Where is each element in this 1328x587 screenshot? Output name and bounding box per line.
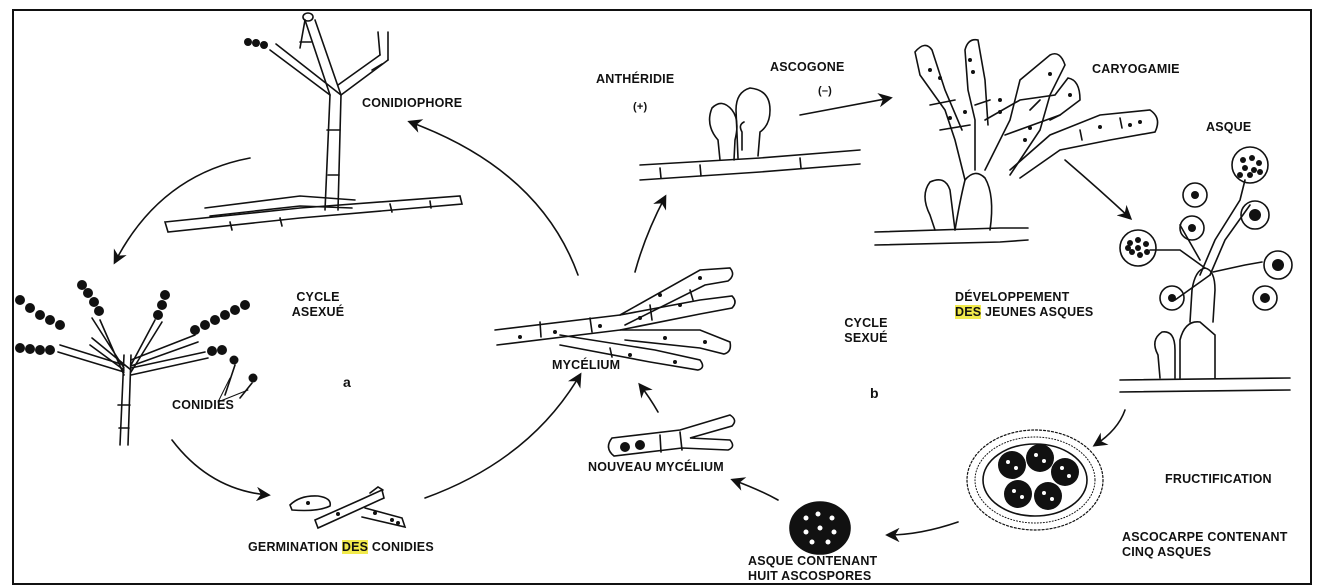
label-cycle-sexue: CYCLE SEXUÉ: [836, 316, 896, 346]
label-cycle-asexue-line1: CYCLE: [288, 290, 348, 305]
antheridium-ascogonium-drawing: [640, 88, 860, 180]
label-developpement-line1: DÉVELOPPEMENT: [955, 290, 1093, 305]
label-asque-huit-line2: HUIT ASCOSPORES: [748, 569, 877, 584]
label-germination-des: DES: [342, 540, 368, 554]
label-ascocarpe-line1: ASCOCARPE CONTENANT: [1122, 530, 1288, 545]
label-developpement-line2: DES JEUNES ASQUES: [955, 305, 1093, 320]
label-caryogamie: CARYOGAMIE: [1092, 62, 1180, 77]
label-cycle-sexue-line1: CYCLE: [836, 316, 896, 331]
young-asci-drawing: [1120, 147, 1292, 392]
label-asque-huit: ASQUE CONTENANT HUIT ASCOSPORES: [748, 554, 877, 584]
label-mycelium: MYCÉLIUM: [552, 358, 620, 373]
label-antheridie: ANTHÉRIDIE: [596, 72, 674, 87]
label-fructification: FRUCTIFICATION: [1165, 472, 1272, 487]
label-cycle-sexue-line2: SEXUÉ: [836, 331, 896, 346]
label-b: b: [870, 386, 879, 401]
label-developpement-des: DES: [955, 305, 981, 319]
germinating-conidia-drawing: [290, 487, 405, 528]
label-ascogone-sign: (–): [818, 84, 832, 99]
label-ascocarpe: ASCOCARPE CONTENANT CINQ ASQUES: [1122, 530, 1288, 560]
label-cycle-asexue: CYCLE ASEXUÉ: [288, 290, 348, 320]
label-ascogone: ASCOGONE: [770, 60, 845, 75]
label-asque-huit-line1: ASQUE CONTENANT: [748, 554, 877, 569]
label-asque: ASQUE: [1206, 120, 1251, 135]
label-a: a: [343, 375, 351, 390]
label-conidies: CONIDIES: [172, 398, 234, 413]
label-antheridie-sign: (+): [633, 100, 647, 115]
label-developpement: DÉVELOPPEMENT DES JEUNES ASQUES: [955, 290, 1093, 320]
label-germination-conidies: CONIDIES: [372, 540, 434, 554]
label-germination: GERMINATION DES CONIDIES: [248, 540, 434, 555]
mycelium-drawing: [495, 268, 735, 370]
label-ascocarpe-line2: CINQ ASQUES: [1122, 545, 1288, 560]
label-germination-word: GERMINATION: [248, 540, 338, 554]
label-nouveau-mycelium: NOUVEAU MYCÉLIUM: [588, 460, 724, 475]
label-cycle-asexue-line2: ASEXUÉ: [288, 305, 348, 320]
conidiophore-drawing: [165, 13, 462, 232]
label-conidiophore: CONIDIOPHORE: [362, 96, 462, 111]
label-developpement-jeunes: JEUNES ASQUES: [985, 305, 1093, 319]
sporulating-conidiophore-drawing: [58, 318, 208, 445]
